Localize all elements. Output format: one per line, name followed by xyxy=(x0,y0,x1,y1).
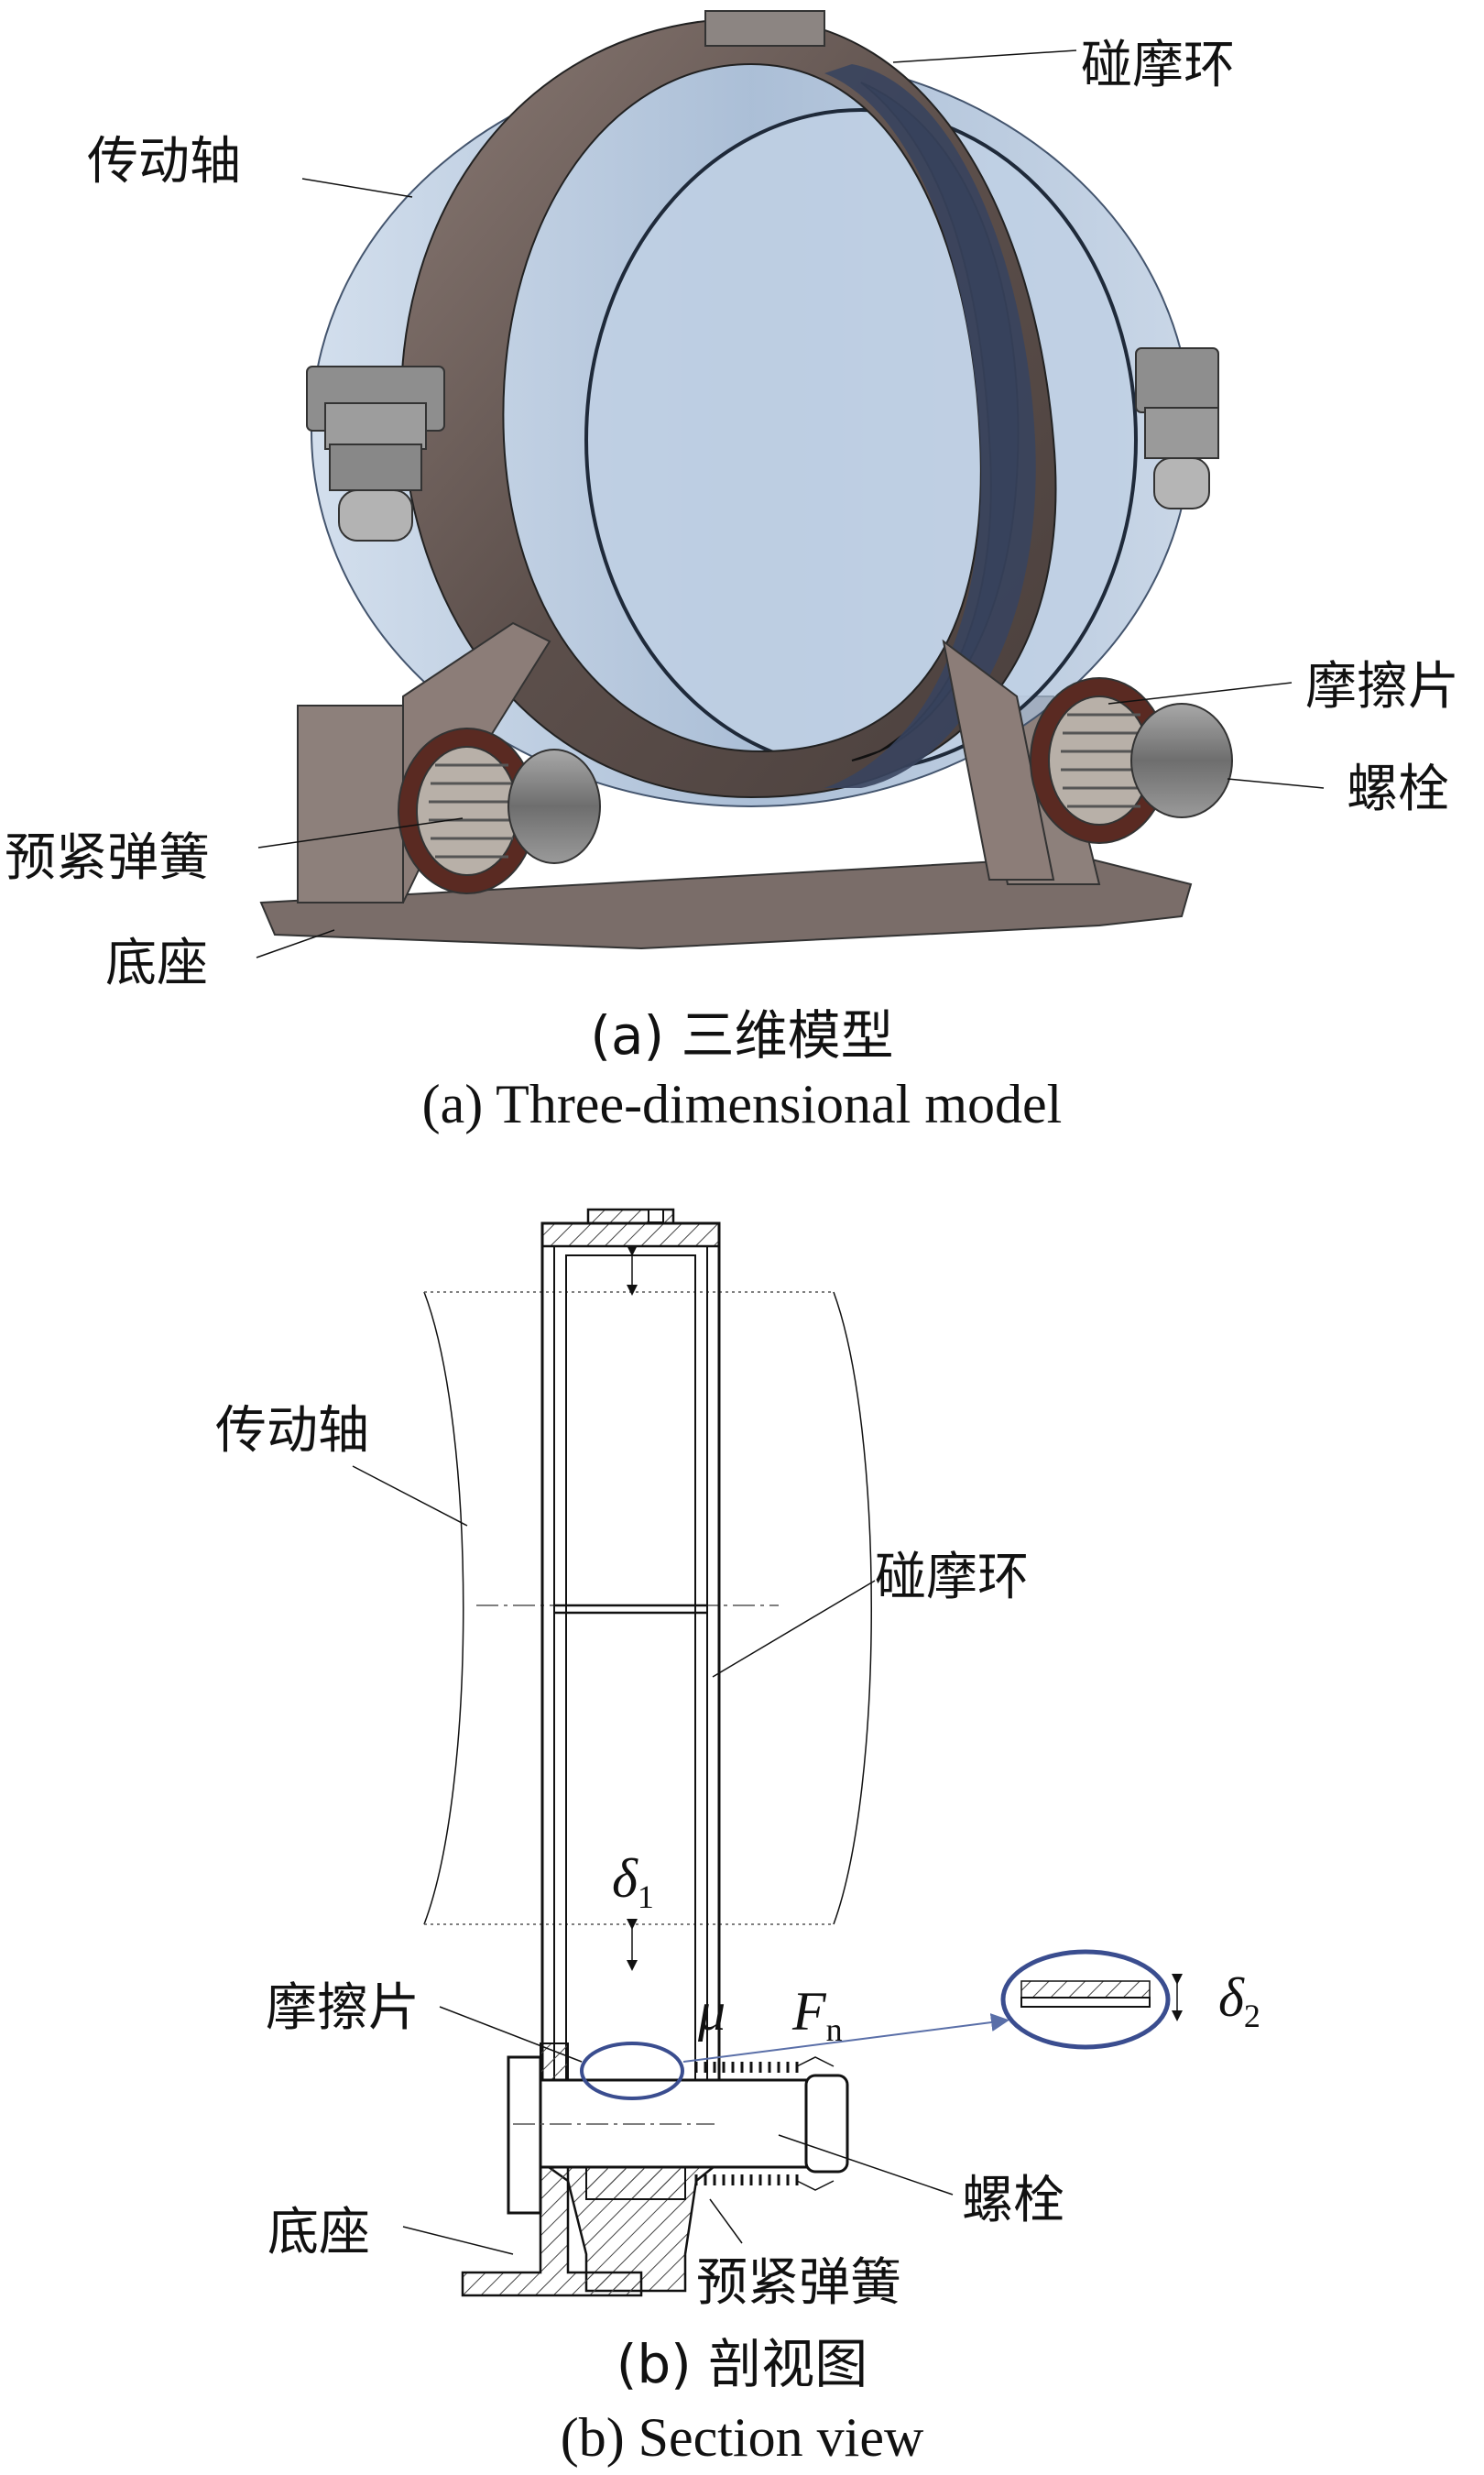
leader-b-bolt xyxy=(778,2134,954,2196)
label-b-shaft: 传动轴 xyxy=(215,1401,369,1461)
base-section xyxy=(461,2165,643,2297)
label-a-friction-pad: 摩擦片 xyxy=(1305,657,1459,717)
leader-b-base xyxy=(402,2226,514,2255)
label-a-preload-spring: 预紧弹簧 xyxy=(5,828,210,888)
leader-a-bolt xyxy=(1227,778,1325,789)
label-b-rub-ring: 碰摩环 xyxy=(875,1548,1029,1607)
label-b-base: 底座 xyxy=(267,2203,370,2262)
right-spring-assembly xyxy=(942,639,1233,881)
left-spring-assembly xyxy=(398,621,601,903)
top-lug xyxy=(704,10,825,47)
label-a-rub-ring: 碰摩环 xyxy=(1081,36,1235,95)
label-a-shaft: 传动轴 xyxy=(87,132,241,192)
leader-a-pad xyxy=(1108,682,1293,705)
symbol-fn: Fn xyxy=(791,1981,843,2048)
leader-b-pad xyxy=(439,2006,583,2063)
right-clamp-bolt xyxy=(1135,347,1219,509)
label-a-base: 底座 xyxy=(105,934,208,993)
caption-b-en: (b) Section view xyxy=(561,2407,924,2468)
leader-a-base xyxy=(256,929,335,958)
label-b-friction-pad: 摩擦片 xyxy=(266,1978,420,2038)
left-clamp-bolt xyxy=(306,366,445,542)
label-b-bolt: 螺栓 xyxy=(962,2171,1064,2230)
base-plate-left-wall xyxy=(297,705,404,903)
caption-a-en: (a) Three-dimensional model xyxy=(422,1074,1063,1134)
caption-a-cn: (a) 三维模型 xyxy=(590,1004,893,1067)
spring-coils xyxy=(694,2062,799,2185)
leader-a-spring xyxy=(257,817,464,849)
leader-b-ring xyxy=(712,1580,876,1678)
leader-b-spring xyxy=(709,2198,743,2244)
symbol-delta2: δ2 xyxy=(1218,1967,1260,2034)
label-b-preload-spring: 预紧弹簧 xyxy=(696,2253,901,2313)
leader-a-ring xyxy=(892,49,1077,63)
zoom-arrow xyxy=(682,2013,1009,2063)
leader-a-shaft xyxy=(301,178,413,198)
contact-highlight-ellipse xyxy=(580,2042,684,2100)
section-view xyxy=(352,1208,1183,2297)
rub-ring-band xyxy=(400,16,1057,799)
liner-band xyxy=(824,64,1036,788)
label-a-bolt: 螺栓 xyxy=(1347,760,1449,819)
model-3d xyxy=(256,10,1325,958)
leader-b-shaft xyxy=(352,1465,468,1527)
base-plate xyxy=(259,855,1193,950)
symbol-mu: μ xyxy=(697,1981,726,2042)
caption-b-cn: (b) 剖视图 xyxy=(617,2333,868,2395)
zoom-detail xyxy=(1000,1949,1183,2050)
shaft-outline xyxy=(423,1291,464,1925)
symbol-delta1: δ1 xyxy=(612,1848,654,1915)
